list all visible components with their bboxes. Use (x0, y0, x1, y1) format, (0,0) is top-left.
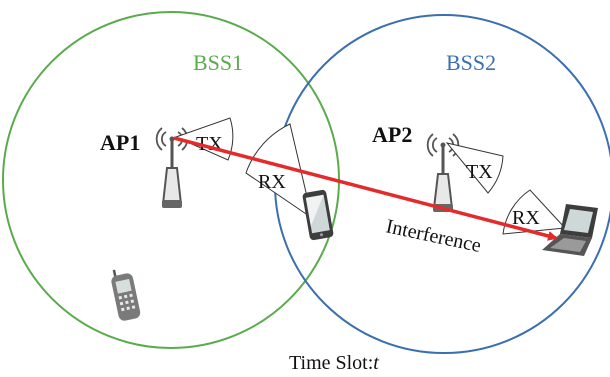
time-slot-caption: Time Slot:t (289, 352, 379, 374)
bss1-label: BSS1 (193, 50, 243, 75)
antenna-icon (426, 133, 460, 212)
antenna-icon (155, 127, 189, 208)
interference-label: Interference (384, 215, 483, 257)
bss1-rx-label: RX (258, 171, 286, 193)
ap2-label: AP2 (372, 122, 412, 147)
ap1-label: AP1 (100, 130, 140, 155)
time-slot-prefix: Time Slot: (289, 352, 373, 374)
bss2-label: BSS2 (446, 50, 496, 75)
bss1-rx-sector: RX (245, 123, 313, 220)
ap2-tx-label: TX (466, 161, 493, 183)
ap2-tx-sector: TX (445, 142, 504, 194)
time-slot-variable: t (373, 352, 379, 374)
interference-arrow (173, 136, 558, 241)
mobile-phone-icon (111, 269, 141, 321)
bss2-rx-sector: RX (502, 189, 567, 235)
bss2-rx-label: RX (512, 207, 540, 229)
tablet-icon (302, 189, 334, 241)
